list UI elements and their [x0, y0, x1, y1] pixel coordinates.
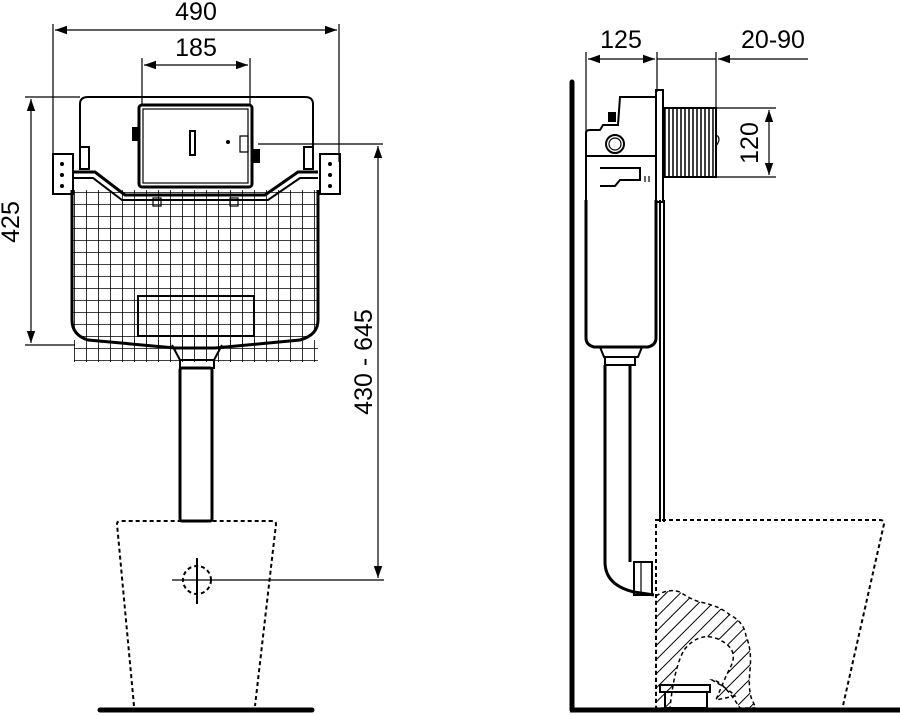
trap-section-hatched [655, 589, 758, 709]
dimension-label-185: 185 [175, 34, 217, 62]
dimension-label-125: 125 [600, 26, 642, 54]
front-view: 490 185 425 430 - 645 [0, 0, 384, 713]
plate-latch [239, 135, 249, 153]
cistern-side-body [584, 200, 658, 349]
flush-plate-frame [137, 103, 254, 189]
toilet-pan-outline [115, 520, 278, 707]
dimension-label-425: 425 [0, 201, 25, 243]
cistern-top-housing [79, 96, 314, 160]
dimension-outlet-height: 430 - 645 [172, 143, 384, 581]
dimension-overall-width: 490 [52, 0, 340, 162]
flush-plate-housing-ribbed [664, 108, 716, 177]
dimension-label-430-645: 430 - 645 [350, 309, 378, 415]
cistern-tank [70, 190, 320, 362]
side-view: 125 20-90 120 [569, 26, 900, 713]
flush-slot [189, 130, 196, 156]
plate-clip-left [132, 127, 140, 141]
dimension-label-120: 120 [736, 122, 764, 164]
cistern-side-mechanism [585, 89, 664, 203]
dimension-label-20-90: 20-90 [741, 26, 805, 54]
side-flush-pipe [603, 365, 655, 597]
flush-pipe [178, 366, 214, 523]
flush-plate-housing-outline [663, 107, 717, 178]
side-toilet-pan-outline [655, 519, 886, 711]
outlet-centre-marker [182, 558, 212, 604]
dimension-cistern-height: 425 [0, 96, 80, 346]
tank-inner-panel [137, 295, 255, 337]
plate-clip-right [253, 149, 260, 163]
mounting-bracket-left [52, 146, 90, 195]
dimension-flush-plate-width: 185 [141, 34, 251, 105]
dimension-label-490: 490 [175, 0, 217, 26]
mounting-bracket-right [303, 146, 341, 195]
flush-dot [226, 140, 230, 144]
dimension-plate-height: 120 [716, 107, 776, 178]
